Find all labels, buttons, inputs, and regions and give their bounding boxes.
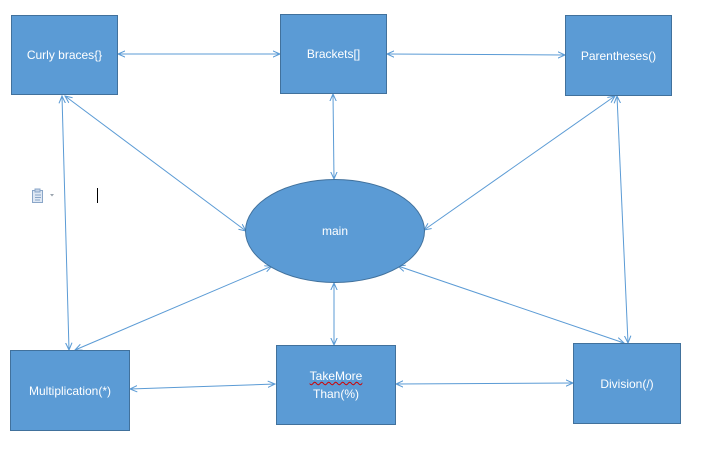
node-multiplication-label: Multiplication(*): [28, 383, 112, 398]
node-curly-braces-label: Curly braces{}: [26, 48, 103, 62]
edge-parentheses-main[interactable]: [424, 96, 615, 230]
node-division[interactable]: Division(/): [573, 343, 681, 424]
edge-curly-main[interactable]: [65, 96, 246, 231]
edge-multiplication-takemore[interactable]: [130, 384, 275, 389]
node-brackets-label: Brackets[]: [306, 47, 361, 61]
edge-main-division[interactable]: [398, 266, 624, 343]
node-multiplication[interactable]: Multiplication(*): [10, 350, 130, 431]
node-takemore[interactable]: TakeMore Than(%): [276, 345, 396, 425]
node-parentheses-label: Parentheses(): [580, 48, 657, 63]
node-main-label: main: [321, 224, 348, 238]
node-brackets[interactable]: Brackets[]: [280, 14, 387, 94]
clipboard-paste-icon[interactable]: [31, 188, 54, 204]
edge-takemore-division[interactable]: [396, 383, 573, 384]
text-cursor: [97, 188, 98, 203]
node-takemore-label-line1: TakeMore: [309, 369, 363, 383]
node-division-label: Division(/): [600, 376, 654, 391]
node-main[interactable]: main: [245, 179, 425, 283]
edge-brackets-parentheses[interactable]: [387, 54, 565, 55]
node-takemore-label-line2: Than(%): [312, 387, 359, 401]
edge-brackets-main[interactable]: [333, 94, 334, 179]
node-parentheses[interactable]: Parentheses(): [565, 15, 672, 96]
edge-main-multiplication[interactable]: [75, 266, 272, 350]
node-curly-braces[interactable]: Curly braces{}: [11, 15, 118, 95]
edge-parentheses-division[interactable]: [617, 96, 628, 343]
edge-curly-multiplication[interactable]: [62, 96, 69, 350]
